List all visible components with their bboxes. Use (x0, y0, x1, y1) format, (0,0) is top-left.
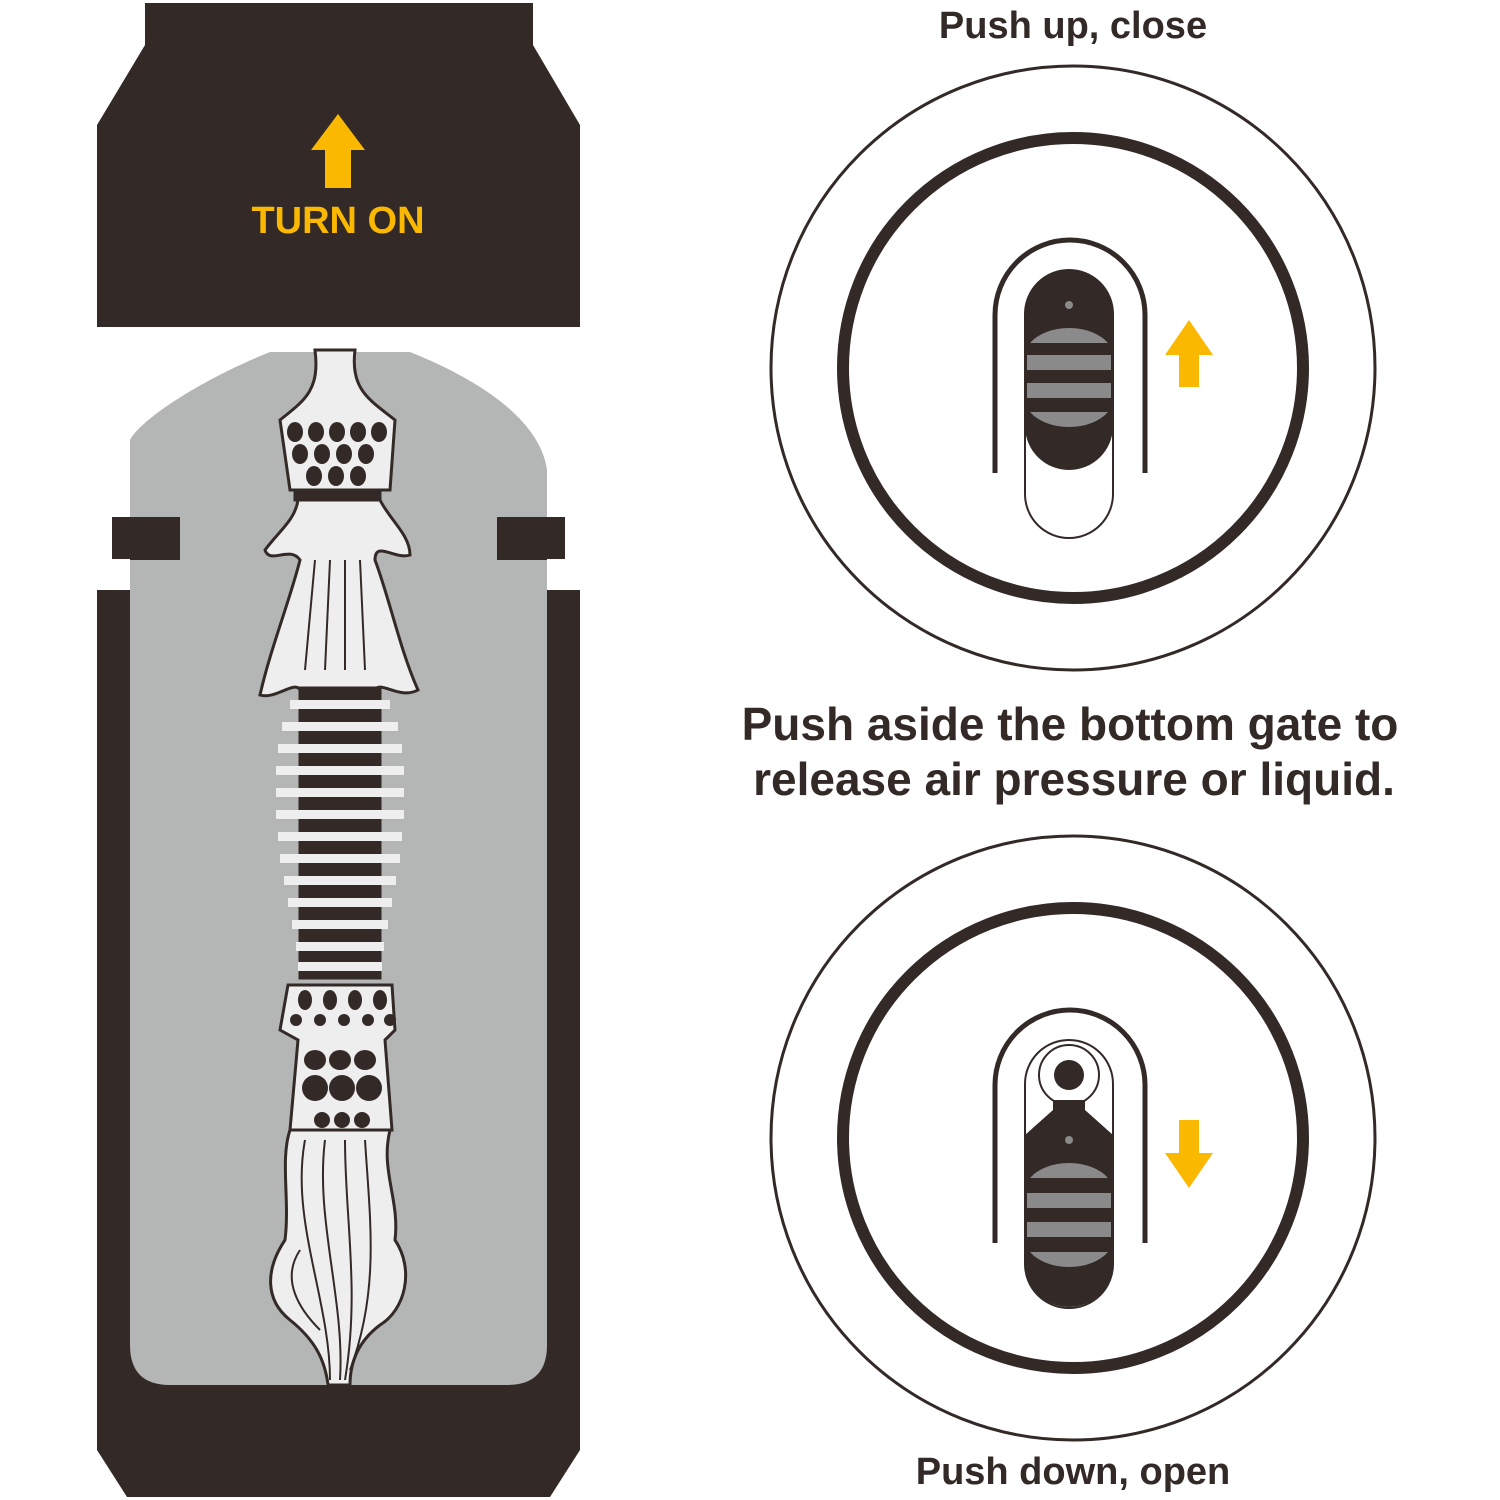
arrow-up-icon (1165, 320, 1213, 387)
instruction-line-2: release air pressure or liquid. (753, 753, 1395, 805)
arrow-up-icon (311, 114, 365, 188)
open-gate-diagram (769, 834, 1377, 1442)
closed-gate-diagram (769, 64, 1377, 672)
cap: TURN ON (97, 3, 580, 327)
inner-canal (258, 348, 420, 1387)
cap-label: TURN ON (251, 200, 424, 242)
top-caption: Push up, close (939, 5, 1207, 47)
bottom-caption: Push down, open (916, 1451, 1231, 1493)
instruction-line-1: Push aside the bottom gate to (742, 698, 1399, 750)
arrow-down-icon (1165, 1120, 1213, 1188)
